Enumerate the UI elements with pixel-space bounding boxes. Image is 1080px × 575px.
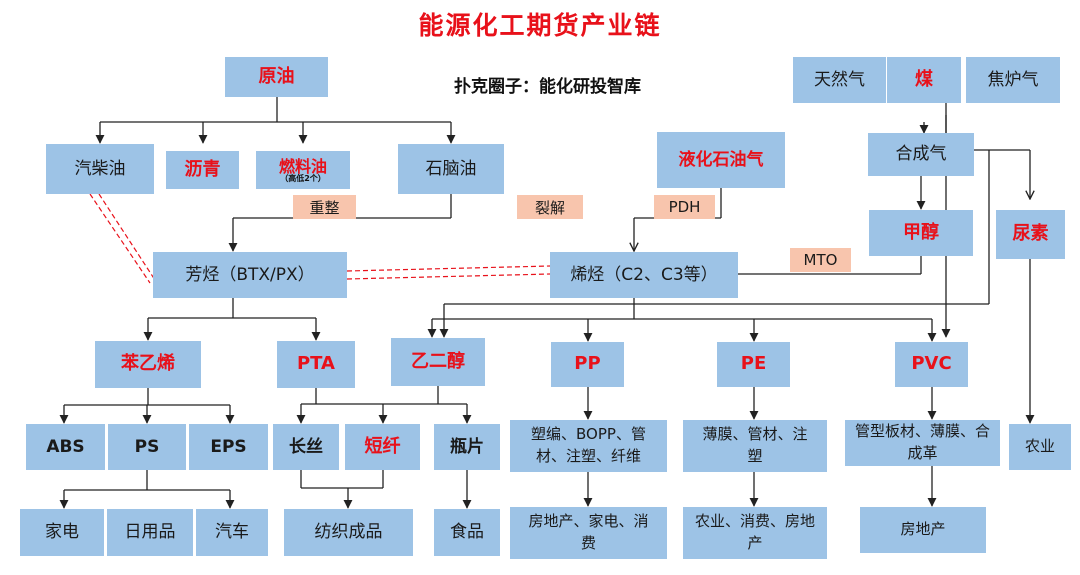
node-filament-label: 长丝: [289, 436, 323, 457]
node-pe-uses-label: 薄膜、管材、注塑: [702, 425, 808, 465]
node-styrene: 苯乙烯: [95, 341, 201, 388]
node-natural-gas: 天然气: [793, 57, 886, 103]
diagram-subtitle: 扑克圈子：能化研投智库: [454, 77, 641, 97]
node-syngas: 合成气: [868, 133, 974, 176]
node-pe-uses: 薄膜、管材、注塑: [683, 420, 827, 472]
node-meg: 乙二醇: [391, 338, 485, 386]
tag-reforming: 重整: [293, 195, 356, 219]
node-fuel-oil: 燃料油 （高低2个）: [256, 151, 350, 189]
node-staple-fiber-label: 短纤: [364, 435, 401, 457]
node-syngas-label: 合成气: [895, 144, 947, 165]
node-daily-goods-label: 日用品: [124, 522, 176, 543]
tag-mto-label: MTO: [803, 251, 838, 269]
node-crude-oil-label: 原油: [258, 65, 295, 87]
node-meg-label: 乙二醇: [411, 350, 465, 372]
node-bottle-chip-label: 瓶片: [450, 436, 484, 457]
node-coal-label: 煤: [915, 68, 933, 90]
node-abs: ABS: [26, 424, 105, 470]
tag-cracking-label: 裂解: [534, 198, 565, 217]
node-aromatics-label: 芳烃（BTX/PX）: [185, 264, 315, 285]
node-automobile-label: 汽车: [215, 522, 249, 543]
node-pp-label: PP: [574, 353, 601, 375]
node-eps-label: EPS: [210, 436, 247, 457]
node-pe-end-markets-label: 农业、消费、房地产: [695, 512, 816, 552]
node-pp-uses-label: 塑编、BOPP、管材、注塑、纤维: [531, 425, 646, 465]
node-fuel-oil-label: 燃料油: [278, 156, 327, 176]
node-fuel-oil-note: （高低2个）: [280, 174, 326, 184]
node-asphalt-label: 沥青: [184, 158, 221, 180]
node-abs-label: ABS: [46, 436, 85, 457]
node-gasoline-diesel: 汽柴油: [46, 144, 154, 194]
node-pp-end-markets-label: 房地产、家电、消费: [528, 512, 649, 552]
node-methanol-label: 甲醇: [903, 221, 939, 243]
node-gasoline-diesel-label: 汽柴油: [74, 158, 126, 179]
node-agriculture-label: 农业: [1024, 437, 1055, 456]
node-methanol: 甲醇: [869, 210, 973, 256]
node-styrene-label: 苯乙烯: [121, 353, 175, 375]
node-automobile: 汽车: [196, 509, 268, 556]
node-naphtha: 石脑油: [398, 144, 504, 194]
node-crude-oil: 原油: [225, 57, 328, 97]
node-urea-label: 尿素: [1012, 223, 1049, 245]
node-agriculture: 农业: [1009, 424, 1071, 470]
node-pvc-end-markets: 房地产: [860, 507, 986, 553]
tag-pdh: PDH: [654, 195, 715, 219]
node-pe: PE: [717, 342, 790, 387]
node-aromatics: 芳烃（BTX/PX）: [153, 252, 347, 298]
node-pta-label: PTA: [296, 353, 335, 375]
node-urea: 尿素: [996, 210, 1065, 259]
node-filament: 长丝: [273, 424, 339, 470]
node-pp: PP: [551, 342, 624, 387]
node-food-label: 食品: [450, 522, 484, 543]
node-pvc-label: PVC: [911, 353, 952, 375]
node-coke-oven-gas: 焦炉气: [966, 57, 1060, 103]
tag-reforming-label: 重整: [309, 198, 340, 217]
node-home-appliance-label: 家电: [45, 522, 79, 543]
node-textile-products-label: 纺织成品: [314, 522, 383, 543]
node-food: 食品: [434, 509, 500, 556]
node-daily-goods: 日用品: [107, 509, 193, 556]
node-lpg: 液化石油气: [657, 132, 785, 188]
node-asphalt: 沥青: [166, 151, 239, 189]
node-olefins-label: 烯烃（C2、C3等）: [570, 264, 718, 285]
node-textile-products: 纺织成品: [284, 509, 413, 556]
tag-mto: MTO: [790, 248, 851, 272]
node-coke-oven-gas-label: 焦炉气: [987, 69, 1039, 90]
node-pe-label: PE: [740, 353, 767, 375]
node-pvc-uses: 管型板材、薄膜、合成革: [845, 420, 1000, 466]
node-pta: PTA: [277, 341, 355, 388]
node-pvc: PVC: [895, 342, 968, 387]
node-ps: PS: [108, 424, 186, 470]
node-pe-end-markets: 农业、消费、房地产: [683, 507, 827, 559]
node-natural-gas-label: 天然气: [814, 69, 865, 90]
node-pp-end-markets: 房地产、家电、消费: [510, 507, 667, 559]
node-pvc-end-markets-label: 房地产: [900, 520, 946, 539]
node-olefins: 烯烃（C2、C3等）: [550, 252, 738, 298]
tag-cracking: 裂解: [517, 195, 583, 219]
node-ps-label: PS: [134, 436, 160, 457]
node-eps: EPS: [189, 424, 268, 470]
node-home-appliance: 家电: [20, 509, 104, 556]
node-pp-uses: 塑编、BOPP、管材、注塑、纤维: [510, 420, 667, 472]
node-staple-fiber: 短纤: [345, 424, 420, 470]
node-coal: 煤: [887, 57, 961, 103]
node-lpg-label: 液化石油气: [678, 149, 764, 170]
tag-pdh-label: PDH: [668, 198, 701, 216]
node-bottle-chip: 瓶片: [434, 424, 500, 470]
node-pvc-uses-label: 管型板材、薄膜、合成革: [854, 422, 990, 462]
diagram-title: 能源化工期货产业链: [418, 11, 662, 40]
node-naphtha-label: 石脑油: [425, 158, 477, 179]
